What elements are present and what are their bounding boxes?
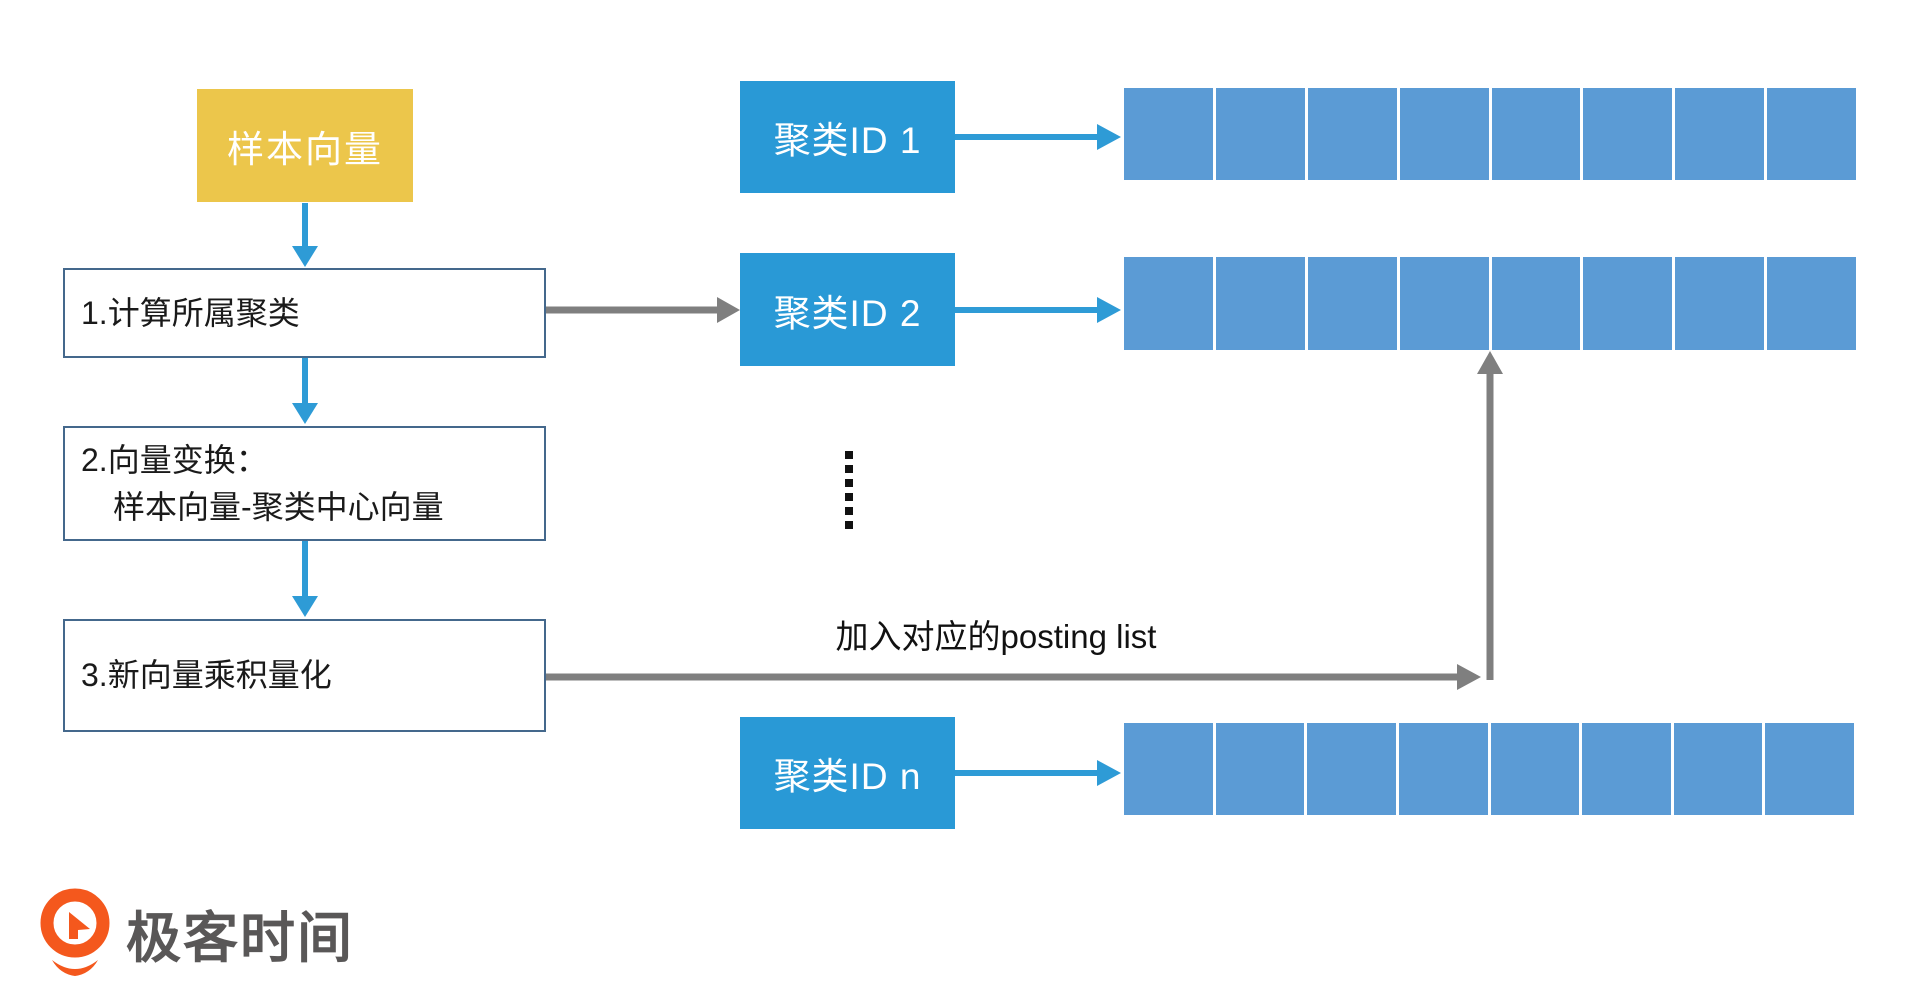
cluster-id-1-box: 聚类ID 1 [740,81,955,193]
geektime-logo: 极客时间 [40,886,354,980]
posting-list-cell [1124,257,1213,350]
posting-list-2 [1124,257,1856,350]
step1-box: 1.计算所属聚类 [63,268,546,358]
posting-list-cell [1215,723,1305,815]
posting-list-cell [1124,723,1213,815]
posting-list-cell [1673,723,1763,815]
posting-list-cell [1307,88,1397,180]
posting-list-annotation: 加入对应的posting list [835,618,1157,655]
posting-list-cell [1398,723,1488,815]
sample-vector-box: 样本向量 [197,89,413,202]
cluster-id-2-box: 聚类ID 2 [740,253,955,366]
cluster-id-1-label: 聚类ID 1 [773,120,922,161]
posting-list-cell [1767,257,1856,350]
arrow-step1-to-cluster2 [546,297,740,323]
arrow-sample-to-step1 [292,203,318,267]
sample-vector-label: 样本向量 [227,128,383,170]
posting-list-cell [1215,88,1305,180]
posting-list-cell [1399,88,1489,180]
step2-box: 2.向量变换： 样本向量-聚类中心向量 [63,426,546,541]
arrow-cluster2-to-list2 [955,297,1121,323]
posting-list-cell [1582,723,1671,815]
posting-list-cell [1583,88,1673,180]
posting-list-cell [1583,257,1673,350]
posting-list-n [1124,723,1854,815]
cluster-id-2-label: 聚类ID 2 [773,292,922,334]
posting-list-cell [1491,88,1581,180]
posting-list-cell [1307,723,1396,815]
posting-list-cell [1675,88,1765,180]
posting-list-cell [1124,88,1213,180]
posting-list-cell [1491,257,1581,350]
step3-label: 3.新向量乘积量化 [81,657,332,694]
vertical-ellipsis [845,451,853,529]
arrow-step1-to-step2 [292,358,318,424]
arrow-step2-to-step3 [292,541,318,617]
step1-label: 1.计算所属聚类 [81,294,300,331]
posting-list-cell [1490,723,1580,815]
step2-label-line2: 样本向量-聚类中心向量 [113,488,444,525]
step2-label-line1: 2.向量变换： [81,442,268,479]
geektime-logo-text: 极客时间 [126,907,355,969]
posting-list-cell [1767,88,1856,180]
geektime-logo-icon [40,888,110,976]
step3-box: 3.新向量乘积量化 [63,619,546,732]
posting-list-cell [1675,257,1765,350]
cluster-id-n-label: 聚类ID n [773,756,922,797]
posting-list-1 [1124,88,1856,180]
arrow-clustern-to-listn [955,760,1121,786]
posting-list-cell [1307,257,1397,350]
arrow-cluster1-to-list1 [955,124,1121,150]
posting-list-cell [1765,723,1854,815]
posting-list-cell [1399,257,1489,350]
cluster-id-n-box: 聚类ID n [740,717,955,829]
posting-list-cell [1215,257,1305,350]
